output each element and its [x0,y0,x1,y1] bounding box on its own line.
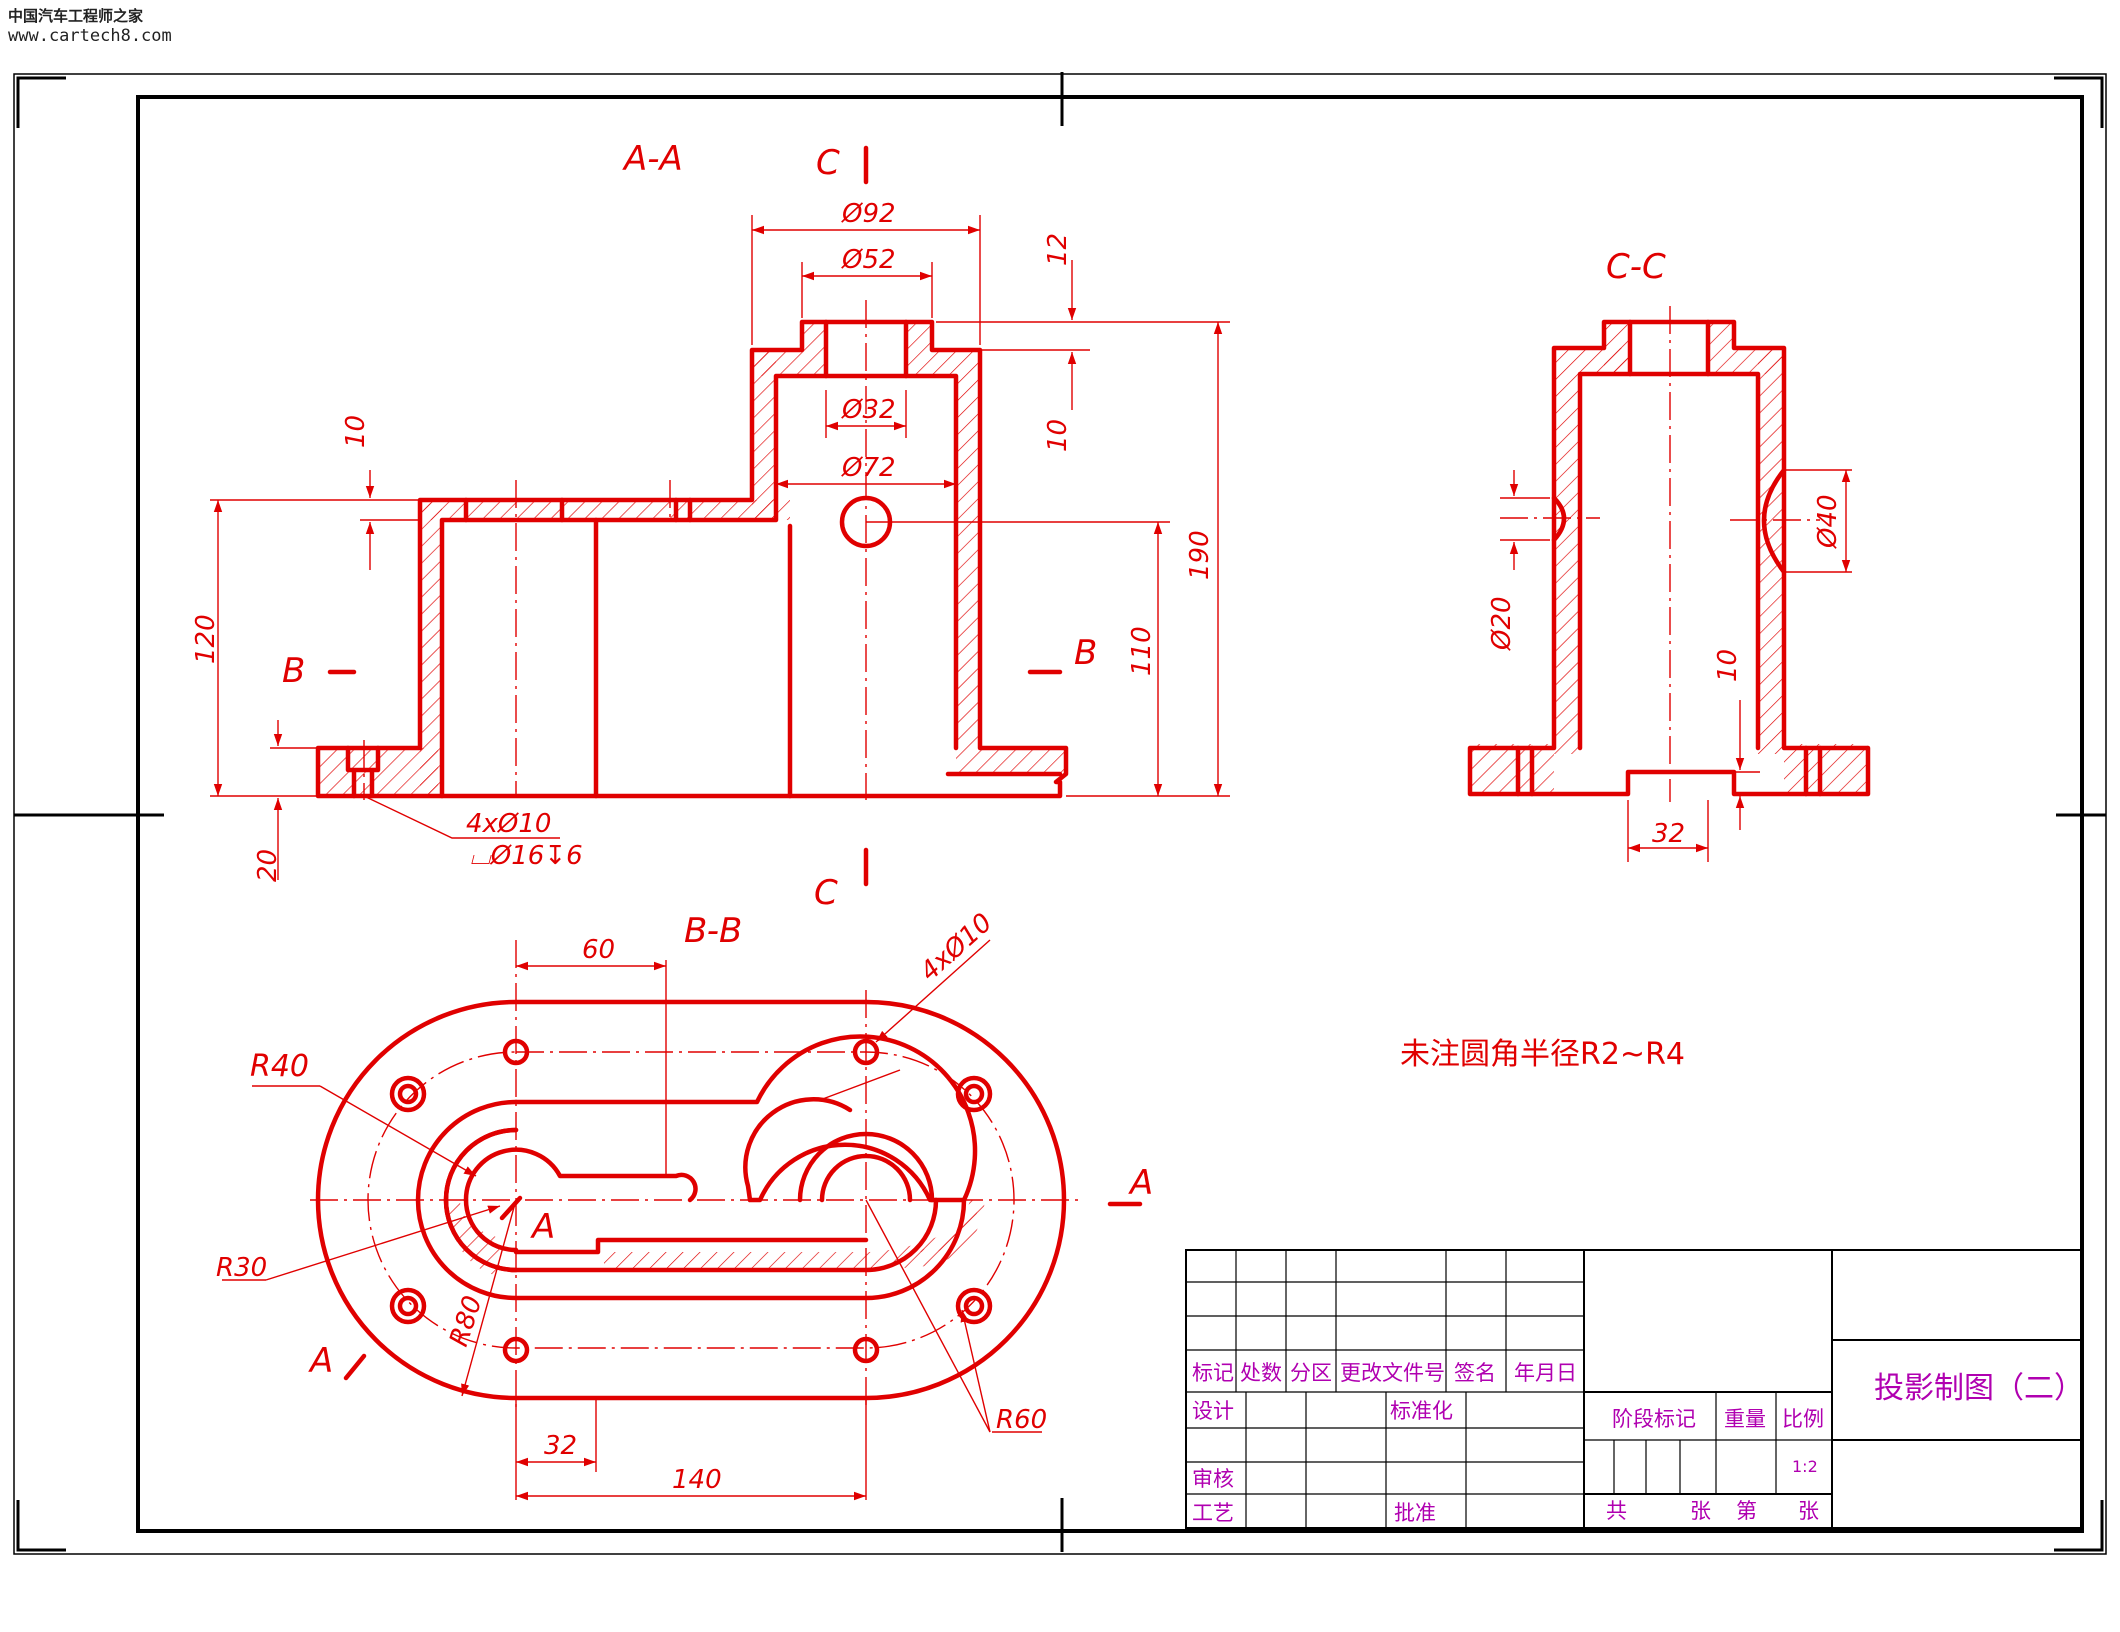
section-mark-a-center: A [530,1207,555,1247]
tb-zone: 分区 [1290,1361,1332,1385]
dim-height-190: 190 [1185,530,1215,580]
view-c-c [1467,306,1871,862]
view-b-b [222,939,1143,1501]
note-holes-b: 4xØ10 [915,908,999,987]
dim-length-140: 140 [672,1465,722,1495]
tb-mark: 标记 [1192,1361,1234,1385]
dim-height-120: 120 [191,614,221,664]
sheet-frame [13,72,2107,1555]
dim-height-12: 12 [1043,233,1073,266]
tb-process: 工艺 [1192,1501,1234,1525]
section-mark-a-right: A [1128,1163,1153,1203]
tb-scale-label: 比例 [1782,1407,1824,1431]
dim-dia-32: Ø32 [841,395,896,425]
tb-stage-mark: 阶段标记 [1612,1407,1696,1431]
dim-length-32: 32 [544,1431,577,1461]
section-mark-a-left: A [308,1341,333,1381]
watermark-url: www.cartech8.com [8,26,172,46]
watermark-site-name: 中国汽车工程师之家 [8,7,144,25]
tb-total: 共 [1606,1499,1627,1523]
note-holes: 4xØ10 [466,809,551,839]
dim-height-110: 110 [1127,626,1157,676]
tb-sheets: 张 [1690,1499,1711,1523]
view-label-b-b: B-B [684,911,742,951]
dim-length-60: 60 [582,935,615,965]
dim-dia-72: Ø72 [841,453,896,483]
section-mark-c-top: C [816,143,840,183]
tb-weight: 重量 [1724,1407,1766,1431]
tb-sheets-2: 张 [1798,1499,1819,1523]
section-mark-c-bottom: C [814,873,838,913]
section-mark-b-left: B [282,651,305,691]
view-label-a-a: A-A [622,139,683,179]
tb-count: 处数 [1240,1361,1282,1385]
watermark: 中国汽车工程师之家 www.cartech8.com [8,6,172,46]
section-cut-marks [327,145,1063,887]
dim-height-10-top: 10 [1043,419,1073,452]
dim-height-10-cc: 10 [1713,649,1743,682]
dim-dia-52: Ø52 [841,245,896,275]
tb-scale-value: 1:2 [1792,1457,1818,1476]
tb-design: 设计 [1192,1399,1234,1423]
dim-radius-80: R80 [444,1292,488,1350]
section-mark-b-right: B [1074,633,1097,673]
dim-radius-40: R40 [250,1049,309,1084]
view-label-c-c: C-C [1606,247,1666,287]
dim-height-20: 20 [253,849,283,882]
tb-signature: 签名 [1454,1361,1496,1385]
note-counterbore: ⌴Ø16↧6 [470,841,583,871]
tb-date: 年月日 [1514,1361,1577,1385]
tb-standardization: 标准化 [1390,1399,1453,1423]
general-note-fillet: 未注圆角半径R2~R4 [1400,1037,1685,1072]
tb-change-doc: 更改文件号 [1340,1361,1445,1385]
title-block [1185,1249,2083,1529]
dim-radius-60: R60 [996,1405,1047,1435]
dim-dia-20: Ø20 [1487,596,1517,651]
dim-dia-40: Ø40 [1813,494,1843,549]
view-a-a [210,215,1230,880]
dim-width-32-cc: 32 [1652,819,1685,849]
tb-drawing-title: 投影制图（二） [1874,1371,2084,1406]
tb-sheet-no: 第 [1736,1499,1757,1523]
tb-approve: 批准 [1394,1501,1436,1525]
dim-radius-30: R30 [216,1253,267,1283]
tb-review: 审核 [1192,1467,1234,1491]
dim-dia-92: Ø92 [841,199,896,229]
dim-height-10-left: 10 [341,415,371,448]
